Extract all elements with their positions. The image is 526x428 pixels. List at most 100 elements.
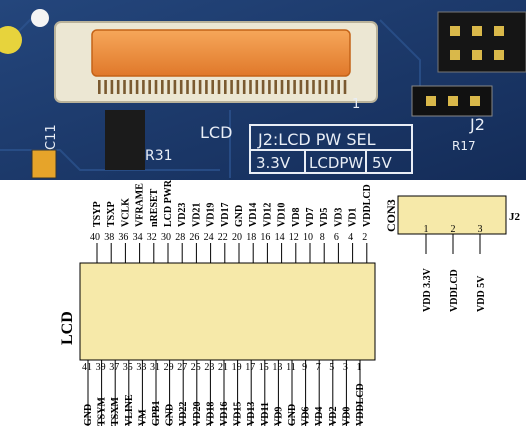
fpc-pin <box>135 80 139 94</box>
pin-number: 15 <box>259 362 269 373</box>
lcd-top-pins: 40TSYP38TSXP36VCLK34VFRAME32nRESET30LCD … <box>90 180 373 263</box>
pin-number: 38 <box>104 232 114 243</box>
pin-label: GND <box>234 205 245 227</box>
pin-number: 9 <box>302 362 307 373</box>
fpc-pin <box>129 80 133 94</box>
pin-label: VD9 <box>273 407 284 426</box>
pin-number: 25 <box>191 362 201 373</box>
pin-label: VD6 <box>301 407 312 426</box>
fpc-pin <box>343 80 347 94</box>
pin-number: 2 <box>362 232 367 243</box>
pin-number: 28 <box>175 232 185 243</box>
fpc-pin <box>280 80 284 94</box>
pin-label: VD23 <box>177 203 188 227</box>
fpc-pin <box>255 80 259 94</box>
pin-number: 12 <box>289 232 299 243</box>
pin-number: 40 <box>90 232 100 243</box>
fpc-pin <box>205 80 208 94</box>
pin-number: 11 <box>286 362 296 373</box>
pin-label: VD7 <box>305 208 316 227</box>
pin-label: VD21 <box>191 203 202 227</box>
fpc-pin <box>142 80 145 94</box>
pin-number: 30 <box>161 232 171 243</box>
pin-number: 32 <box>147 232 157 243</box>
pin-label: VD3 <box>333 208 344 227</box>
pin-number: 23 <box>204 362 214 373</box>
pin-header-2x3 <box>437 11 526 73</box>
pin-label: VD18 <box>205 402 216 426</box>
fpc-pin <box>98 80 101 94</box>
pin-number: 34 <box>133 232 143 243</box>
lcd-top-pin: 38 TSXP <box>104 201 117 263</box>
lcd-top-pin: 2 VDDLCD <box>362 184 373 263</box>
pin-number: 1 <box>424 224 429 235</box>
fpc-pin <box>167 80 170 94</box>
fpc-pin <box>299 80 303 94</box>
pin-label: VDDLCD <box>449 269 460 312</box>
pin-label: VDD 3.3V <box>422 267 433 312</box>
pin-number: 3 <box>343 362 348 373</box>
pin-label: VD4 <box>314 407 325 426</box>
ic-chip <box>105 110 145 170</box>
fpc-pin <box>324 80 328 94</box>
pin-label: VM <box>137 409 148 426</box>
pin-label: VD2 <box>328 407 339 426</box>
fpc-pin <box>274 80 277 94</box>
pin-number: 39 <box>96 362 106 373</box>
pin-label: TSXP <box>106 201 117 227</box>
pin-number: 7 <box>316 362 321 373</box>
pin-number: 21 <box>218 362 228 373</box>
pin-number: 19 <box>232 362 242 373</box>
pin-number: 29 <box>164 362 174 373</box>
pin-number: 4 <box>348 232 353 243</box>
fpc-pin <box>186 80 189 94</box>
pin-number: 13 <box>272 362 282 373</box>
fpc-pin <box>173 80 177 94</box>
c11-label: C11 <box>44 124 59 150</box>
pin-label: VD16 <box>219 402 230 426</box>
pin-label: VD20 <box>192 402 203 426</box>
pin-label: GPB1 <box>151 400 162 426</box>
pin-number: 35 <box>123 362 133 373</box>
pin-label: VD17 <box>220 203 231 227</box>
pin-label: VD14 <box>248 203 259 227</box>
pin-label: VDDLCD <box>362 184 373 227</box>
board-photo: C11 R31 LCD 1 J2 R17 J2:LCD PW SEL 3.3V … <box>0 0 526 180</box>
fpc-pin <box>217 80 221 94</box>
pin-label: VD15 <box>233 402 244 426</box>
capacitor <box>31 149 57 179</box>
pin-number: 6 <box>334 232 339 243</box>
pin-label: VD22 <box>178 402 189 426</box>
lcd-top-pin: 34 VFRAME <box>133 183 146 263</box>
fpc-pin <box>312 80 315 94</box>
pin-label: TSXM <box>110 397 121 426</box>
pin-number: 3 <box>478 224 483 235</box>
pin-label: VFRAME <box>135 183 146 227</box>
lcd-label: LCD <box>59 311 76 345</box>
fpc-pin <box>123 80 126 94</box>
mounting-hole <box>31 9 49 27</box>
lcd-top-pin: 28 VD23 <box>175 203 188 263</box>
yellow-component <box>0 26 22 54</box>
pin-number: 5 <box>329 362 334 373</box>
